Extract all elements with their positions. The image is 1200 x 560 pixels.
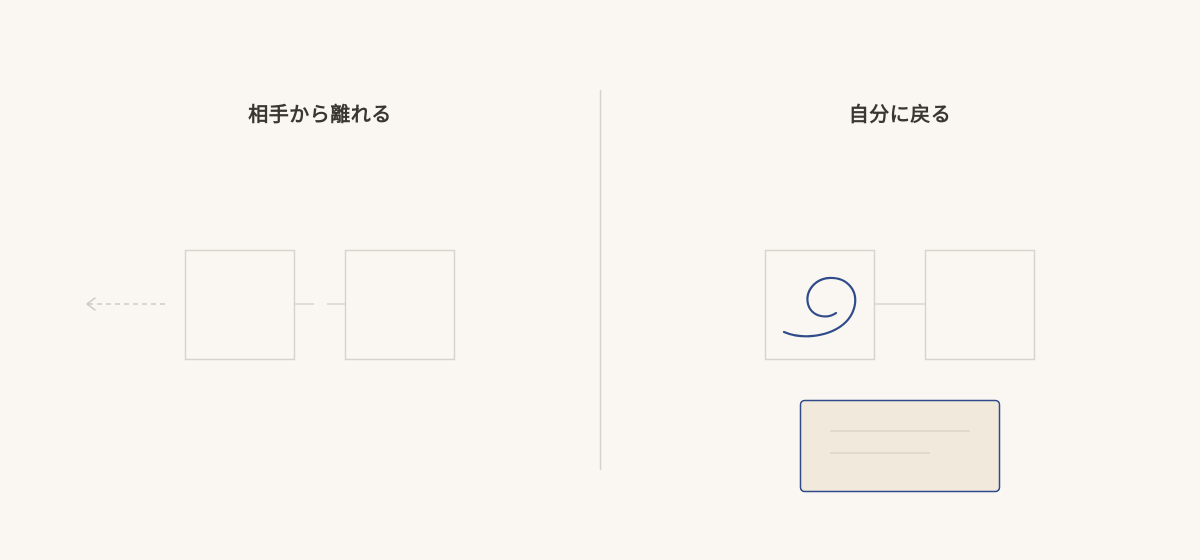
dashed-left-arrow-icon <box>86 297 165 311</box>
right-panel-diagram <box>764 249 1036 493</box>
note-card <box>799 399 1001 493</box>
right-panel-title: 自分に戻る <box>848 102 952 126</box>
spiral-scribble-icon <box>782 276 857 338</box>
left-panel-title: 相手から離れる <box>248 102 392 126</box>
other-box <box>924 249 1036 361</box>
other-box <box>344 249 456 361</box>
self-box <box>184 249 296 361</box>
self-box <box>764 249 876 361</box>
left-panel-diagram <box>86 249 456 361</box>
